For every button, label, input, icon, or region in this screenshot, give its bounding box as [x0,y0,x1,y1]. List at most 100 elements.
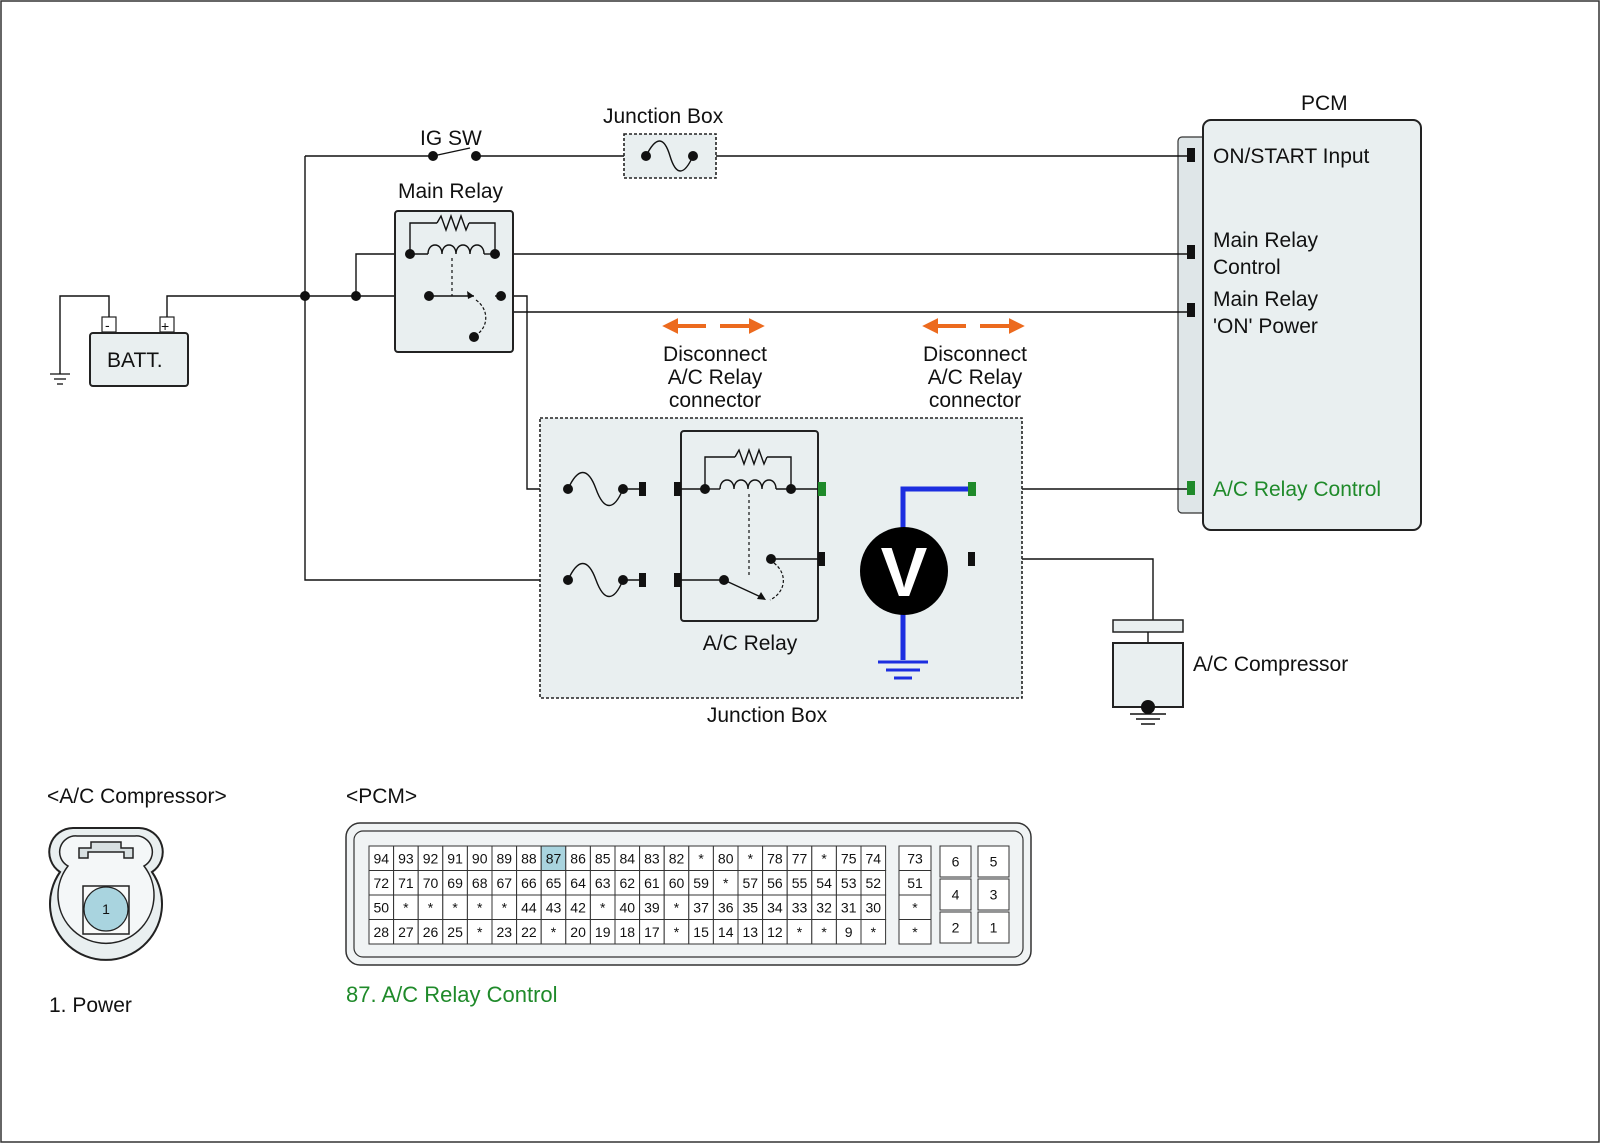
compressor-connector-title: <A/C Compressor> [47,785,227,808]
pcm-pin-r1c17: 55 [792,875,808,891]
compressor-ground-icon [1130,713,1166,725]
pcm-pin-r0c10: 84 [620,850,636,866]
pcm-pin-r0c11-cell [639,845,665,871]
battery: - + BATT. [50,295,305,387]
pcm-pin-r2c15-cell [737,894,764,920]
pcm-pin-side-1-cell [898,870,932,896]
pcm-pin-r1c5: 67 [497,875,513,891]
pcm-pin-r2c13-cell [688,894,714,920]
compressor-connector: <A/C Compressor> 1 1. Power [47,785,227,1017]
pcm-pin-r3c1: 27 [398,924,414,940]
pcm-pin-r0c5: 89 [497,850,513,866]
pcm-pin-r2c8-cell [565,894,591,920]
pcm-pin-r0c12: 82 [669,850,685,866]
pcm-pin-r0c3-cell [442,845,468,871]
pcm-pin-r2c20-cell [860,894,887,920]
pcm-pin-r2c15: 35 [743,899,759,915]
pcm-pin-r1c13-cell [688,870,714,896]
pcm-main-relay-control-label-2: Control [1213,256,1281,279]
main-relay-label: Main Relay [398,180,504,203]
pcm-main-relay-control-label-1: Main Relay [1213,229,1319,252]
pcm-pin-r1c19: 53 [841,875,857,891]
ig-switch: IG SW [420,127,482,161]
pcm-pin-block-r1c0: 4 [952,887,960,903]
pcm-pin-block-r1c1-cell [977,878,1010,911]
pcm-pin-block-r2c1: 1 [990,920,998,936]
pcm-pin-r1c17-cell [786,870,813,896]
pcm-pin-r2c5: * [502,899,508,915]
pcm-pin-r3c12-cell [663,919,690,945]
pcm-pin-r3c8: 20 [570,924,586,940]
pcm-pin-r0c5-cell [491,845,518,871]
pcm-pin-r2c11-cell [639,894,665,920]
pcm-pin-r1c14: * [723,875,729,891]
fuse-icon-2 [567,562,624,598]
pcm-pin-r1c9: 63 [595,875,611,891]
pcm-pin-r3c5-cell [491,919,518,945]
pcm-pin-r0c1: 93 [398,850,414,866]
pcm-pin-r1c2: 70 [423,875,439,891]
pcm-pin-r3c5: 23 [497,924,513,940]
pcm-pin-r0c8: 86 [570,850,586,866]
pcm-pin-r1c11: 61 [644,875,660,891]
pcm-pin-block-r1c1: 3 [990,887,998,903]
fuse-icon-1 [567,471,624,507]
pcm-pin-r2c6-cell [516,894,542,920]
pcm-pin-r3c19: 9 [845,924,853,940]
pcm-pin-r3c0: 28 [374,924,390,940]
pcm-pin-r0c20: 74 [866,850,882,866]
pcm-pin-block-r2c0-cell [939,911,972,944]
pcm-on-start-label: ON/START Input [1213,145,1370,168]
pcm-ac-relay-control-label: A/C Relay Control [1213,478,1381,501]
pcm-pin-r3c16: 12 [767,924,783,940]
pcm-pin-r1c20: 52 [866,875,882,891]
pcm-pin-r3c11-cell [639,919,665,945]
disconnect-right-line-1: Disconnect [923,343,1027,366]
pcm-title: PCM [1301,92,1348,115]
pcm-pin-r2c18-cell [811,894,837,920]
ig-sw-label: IG SW [420,127,482,150]
pcm-pin-r2c11: 39 [644,899,660,915]
pcm-pin-r2c19: 31 [841,899,857,915]
pcm-pin-r2c2: * [428,899,434,915]
voltmeter-label: V [881,533,928,611]
pcm-pin-r1c14-cell [712,870,739,896]
pcm-pin-r0c15: * [748,850,754,866]
pcm-pin-r0c2: 92 [423,850,439,866]
compressor-connector-legend: 1. Power [49,994,132,1017]
pcm-pin-block-r1c0-cell [939,878,972,911]
ac-compressor-label: A/C Compressor [1193,653,1348,676]
ac-relay-label: A/C Relay [703,632,798,655]
meter-ground-icon [878,660,928,680]
pcm-pin-r3c15: 13 [743,924,759,940]
pcm-pin-r3c4: * [477,924,483,940]
pcm-pin-r1c4-cell [466,870,493,896]
pcm-pin-r1c0: 72 [374,875,390,891]
pcm-pin-r3c12: * [674,924,680,940]
battery-minus-sign: - [105,317,110,333]
pcm-pin-r2c10: 40 [620,899,636,915]
battery-ground-icon [50,373,70,385]
pcm-pin-r0c8-cell [565,845,591,871]
pcm-pin-r2c20: 30 [866,899,882,915]
pcm-pin-r0c20-cell [860,845,887,871]
pcm-pin-block-r2c0: 2 [952,920,960,936]
disconnect-left-line-2: A/C Relay [668,366,763,389]
pcm-pin-r3c17-cell [786,919,813,945]
pcm-pin-r2c6: 44 [521,899,537,915]
pcm-pin-r1c4: 68 [472,875,488,891]
pcm-pin-side-3: * [912,924,918,940]
pcm-pin-r0c14-cell [712,845,739,871]
pcm-pin-r1c8: 64 [570,875,586,891]
pcm-pin-r0c9-cell [589,845,616,871]
pcm-pin-r3c6: 22 [521,924,537,940]
junction-box-top: Junction Box [603,105,724,179]
pcm-pin-r0c1-cell [393,845,419,871]
junction-box-bottom: Junction Box A/C Relay [539,417,1023,727]
pcm-pin-r3c20-cell [860,919,887,945]
pcm-pin-r2c16-cell [762,894,788,920]
pcm-pin-r1c3-cell [442,870,468,896]
pcm-connector-title: <PCM> [346,785,417,808]
pcm-main-relay-on-label-1: Main Relay [1213,288,1319,311]
